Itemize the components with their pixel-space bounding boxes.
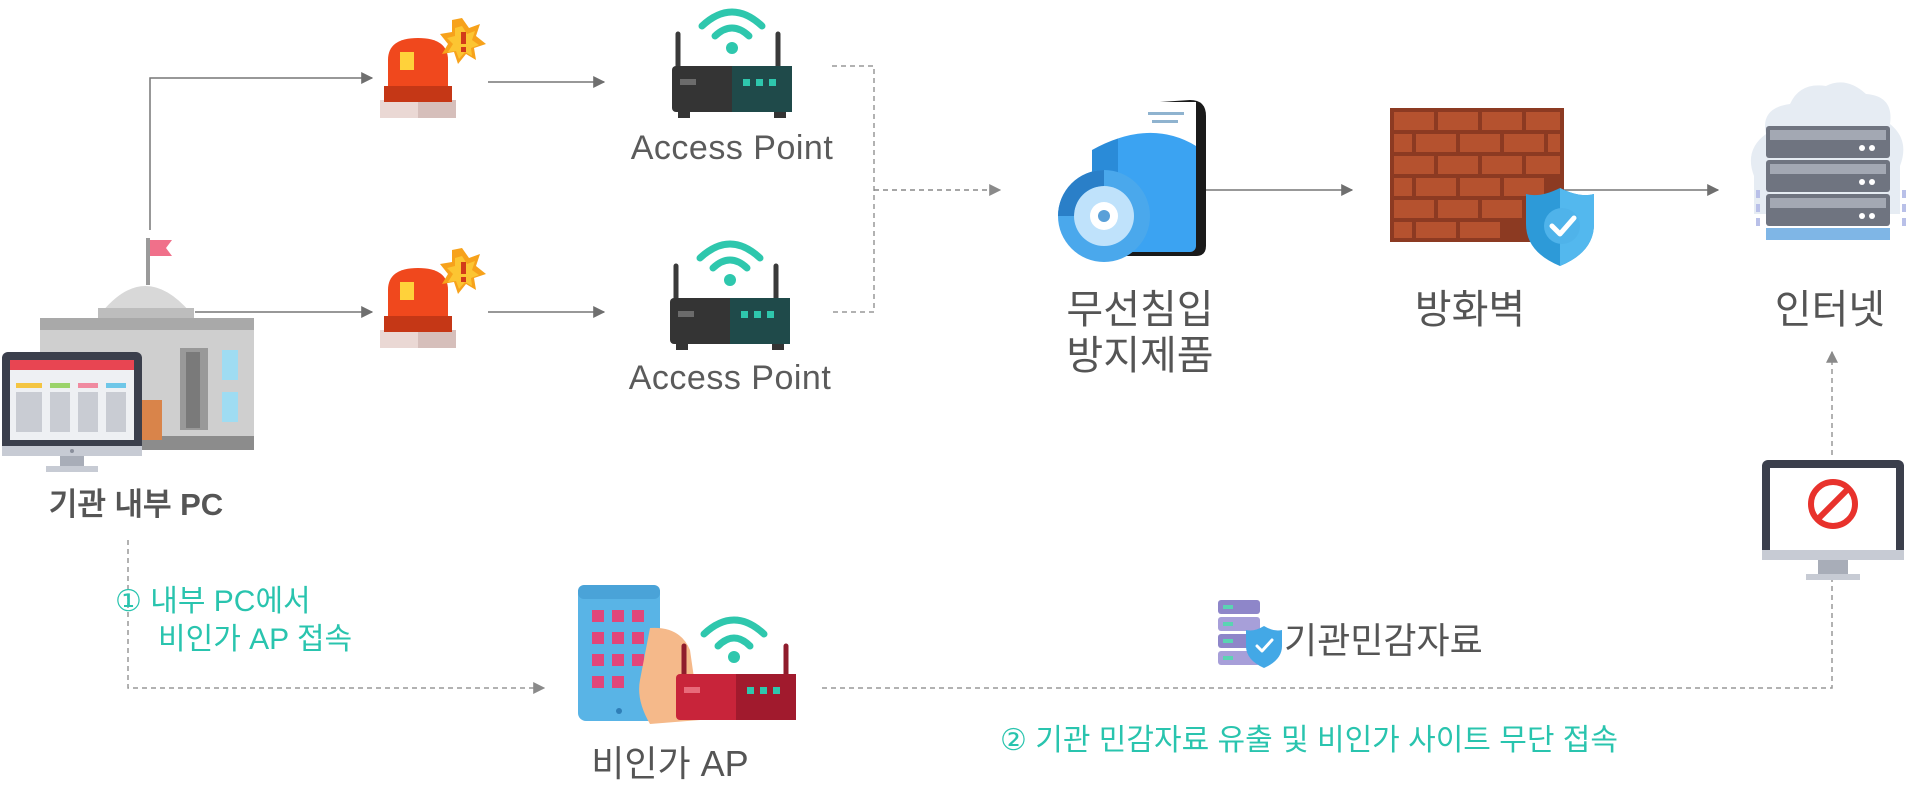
connector-lines [127, 65, 1838, 694]
arrow-pc-to-alarm-top [149, 72, 374, 230]
wips-label-line1: 무선침입 [1066, 288, 1214, 332]
line-rogue-ap-to-blocked [822, 578, 1833, 689]
rogue-ap-label: 비인가 AP [591, 743, 749, 784]
blocked-monitor-icon [1762, 460, 1904, 580]
step1-label-line2: 비인가 AP 접속 [158, 623, 353, 656]
software-box-icon [1058, 100, 1206, 262]
brick-wall-shield-icon [1390, 108, 1594, 266]
ap-top-label: Access Point [630, 129, 834, 167]
wifi-router-icon-bottom [670, 240, 790, 350]
phone-router-icon [578, 585, 796, 724]
bracket-ap-to-wips [832, 65, 875, 313]
monitor-icon [2, 352, 142, 472]
database-shield-icon [1218, 600, 1282, 668]
wips-label-line2: 방지제품 [1066, 334, 1214, 378]
firewall-label: 방화벽 [1414, 288, 1526, 332]
step2-label: ② 기관 민감자료 유출 및 비인가 사이트 무단 접속 [1000, 724, 1618, 757]
siren-icon-top [380, 18, 486, 118]
internal-pc-label: 기관 내부 PC [48, 487, 224, 522]
ap-bottom-label: Access Point [628, 359, 832, 397]
sensitive-data-label: 기관민감자료 [1284, 620, 1483, 661]
internet-label: 인터넷 [1774, 288, 1886, 332]
step1-label-line1: ① 내부 PC에서 [115, 585, 311, 618]
arrow-pc-to-rogue-ap [127, 540, 546, 694]
cloud-server-icon [1750, 82, 1906, 240]
wifi-router-icon-top [672, 8, 792, 118]
siren-icon-bottom [380, 248, 486, 348]
